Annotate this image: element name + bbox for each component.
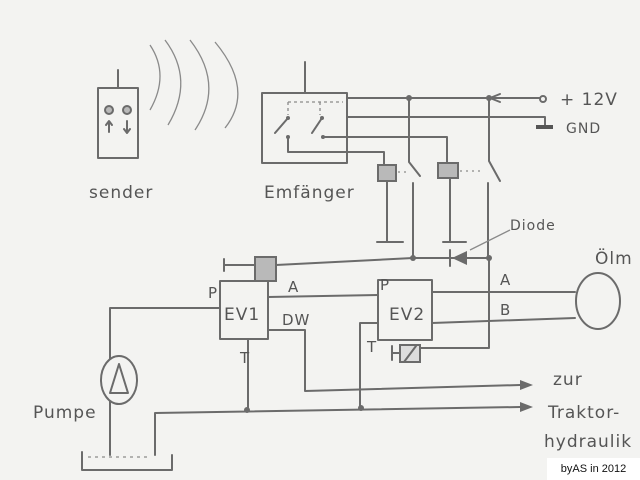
ev2-port-t: T	[366, 338, 377, 356]
radio-waves-icon	[149, 39, 239, 131]
ev2-port-a: A	[500, 271, 511, 289]
pump	[100, 355, 138, 405]
hydraulic-lines	[109, 291, 576, 456]
sender-label: sender	[89, 183, 153, 203]
hydraulic-label: hydraulik	[544, 432, 632, 452]
relay-2	[437, 97, 501, 259]
ev1-label: EV1	[224, 305, 260, 325]
power-supply-wiring	[346, 93, 553, 129]
supply-label: + 12V	[560, 90, 618, 110]
ev1-port-dw: DW	[282, 311, 310, 329]
receiver-label: Emfänger	[264, 183, 355, 203]
valve-ev1	[219, 256, 414, 340]
ground-label: GND	[566, 121, 601, 137]
ev1-port-a: A	[288, 278, 299, 296]
relay-1	[376, 97, 421, 259]
ev2-label: EV2	[389, 305, 425, 325]
oil-motor	[575, 272, 621, 330]
motor-label: Ölm	[595, 247, 633, 269]
ev2-port-p: P	[380, 276, 390, 294]
sender-remote	[97, 69, 139, 159]
tractor-label: Traktor-	[547, 403, 620, 423]
credit-label: byAS in 2012	[547, 458, 640, 480]
diode	[410, 229, 511, 267]
ev1-port-p: P	[208, 284, 218, 302]
pump-label: Pumpe	[33, 403, 97, 423]
diode-label: Diode	[510, 218, 556, 234]
tank	[81, 451, 173, 471]
ev2-port-b: B	[500, 301, 511, 319]
ev1-port-t: T	[239, 349, 250, 367]
receiver-box	[261, 61, 448, 166]
valve-ev2	[377, 257, 490, 363]
to-label: zur	[553, 370, 583, 390]
